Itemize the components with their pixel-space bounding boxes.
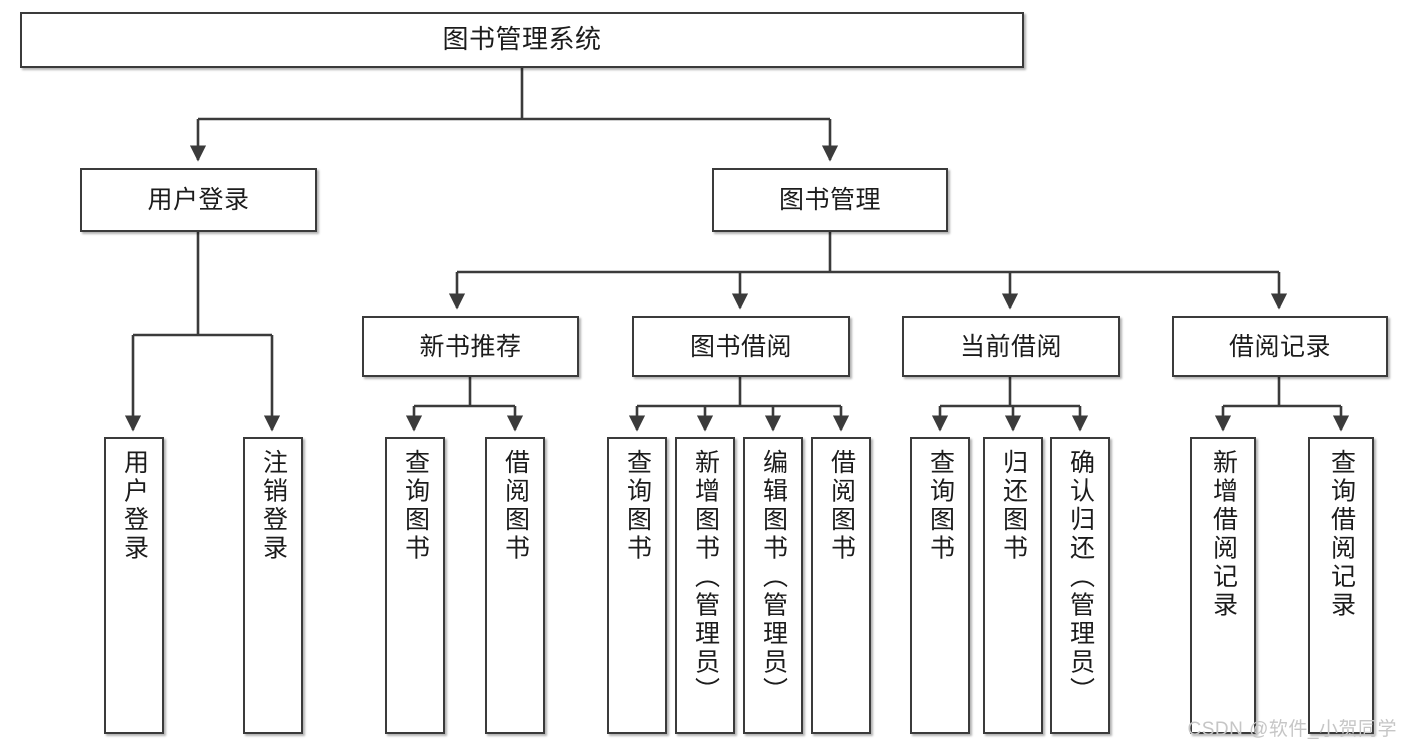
node-label: 借阅图书 xyxy=(501,449,530,563)
node-label: 新书推荐 xyxy=(419,332,522,361)
node-leaf-add-book-admin[interactable]: 新增图书（管理员） xyxy=(675,437,735,734)
node-book-management[interactable]: 图书管理 xyxy=(712,168,948,232)
node-book-borrow[interactable]: 图书借阅 xyxy=(632,316,850,377)
node-leaf-borrow-book-recommendation[interactable]: 借阅图书 xyxy=(485,437,545,734)
node-user-login[interactable]: 用户登录 xyxy=(80,168,317,232)
node-label: 图书借阅 xyxy=(689,332,792,361)
node-leaf-query-book-recommendation[interactable]: 查询图书 xyxy=(385,437,445,734)
node-label: 借阅记录 xyxy=(1228,332,1331,361)
node-label: 查询图书 xyxy=(926,449,955,563)
node-root-book-management-system[interactable]: 图书管理系统 xyxy=(20,12,1024,68)
node-label: 查询图书 xyxy=(623,449,652,563)
node-current-borrow[interactable]: 当前借阅 xyxy=(902,316,1120,377)
node-label: 图书管理 xyxy=(778,186,881,214)
node-leaf-confirm-return-admin[interactable]: 确认归还（管理员） xyxy=(1050,437,1110,734)
node-label: 当前借阅 xyxy=(959,332,1062,361)
node-leaf-edit-book-admin[interactable]: 编辑图书（管理员） xyxy=(743,437,803,734)
node-label: 注销登录 xyxy=(259,449,288,563)
node-label: 查询借阅记录 xyxy=(1327,449,1356,620)
node-leaf-query-borrow-record[interactable]: 查询借阅记录 xyxy=(1308,437,1374,734)
node-leaf-user-login[interactable]: 用户登录 xyxy=(104,437,164,734)
node-label: 新增借阅记录 xyxy=(1209,449,1238,620)
node-leaf-return-book[interactable]: 归还图书 xyxy=(983,437,1043,734)
watermark-text: CSDN @软件_小贺同学 xyxy=(1187,719,1397,740)
node-leaf-add-borrow-record[interactable]: 新增借阅记录 xyxy=(1190,437,1256,734)
node-new-book-recommendation[interactable]: 新书推荐 xyxy=(362,316,579,377)
node-label: 查询图书 xyxy=(401,449,430,563)
node-leaf-borrow-book[interactable]: 借阅图书 xyxy=(811,437,871,734)
node-label: 用户登录 xyxy=(120,449,149,563)
node-leaf-logout-login[interactable]: 注销登录 xyxy=(243,437,303,734)
node-label: 借阅图书 xyxy=(827,449,856,563)
node-label: 归还图书 xyxy=(999,449,1028,563)
node-borrow-record[interactable]: 借阅记录 xyxy=(1172,316,1388,377)
node-leaf-query-book-borrow[interactable]: 查询图书 xyxy=(607,437,667,734)
node-label: 图书管理系统 xyxy=(442,24,602,55)
node-label: 新增图书（管理员） xyxy=(691,449,720,706)
node-leaf-query-book-current[interactable]: 查询图书 xyxy=(910,437,970,734)
node-label: 确认归还（管理员） xyxy=(1066,449,1095,706)
node-label: 编辑图书（管理员） xyxy=(759,449,788,706)
node-label: 用户登录 xyxy=(147,186,250,214)
